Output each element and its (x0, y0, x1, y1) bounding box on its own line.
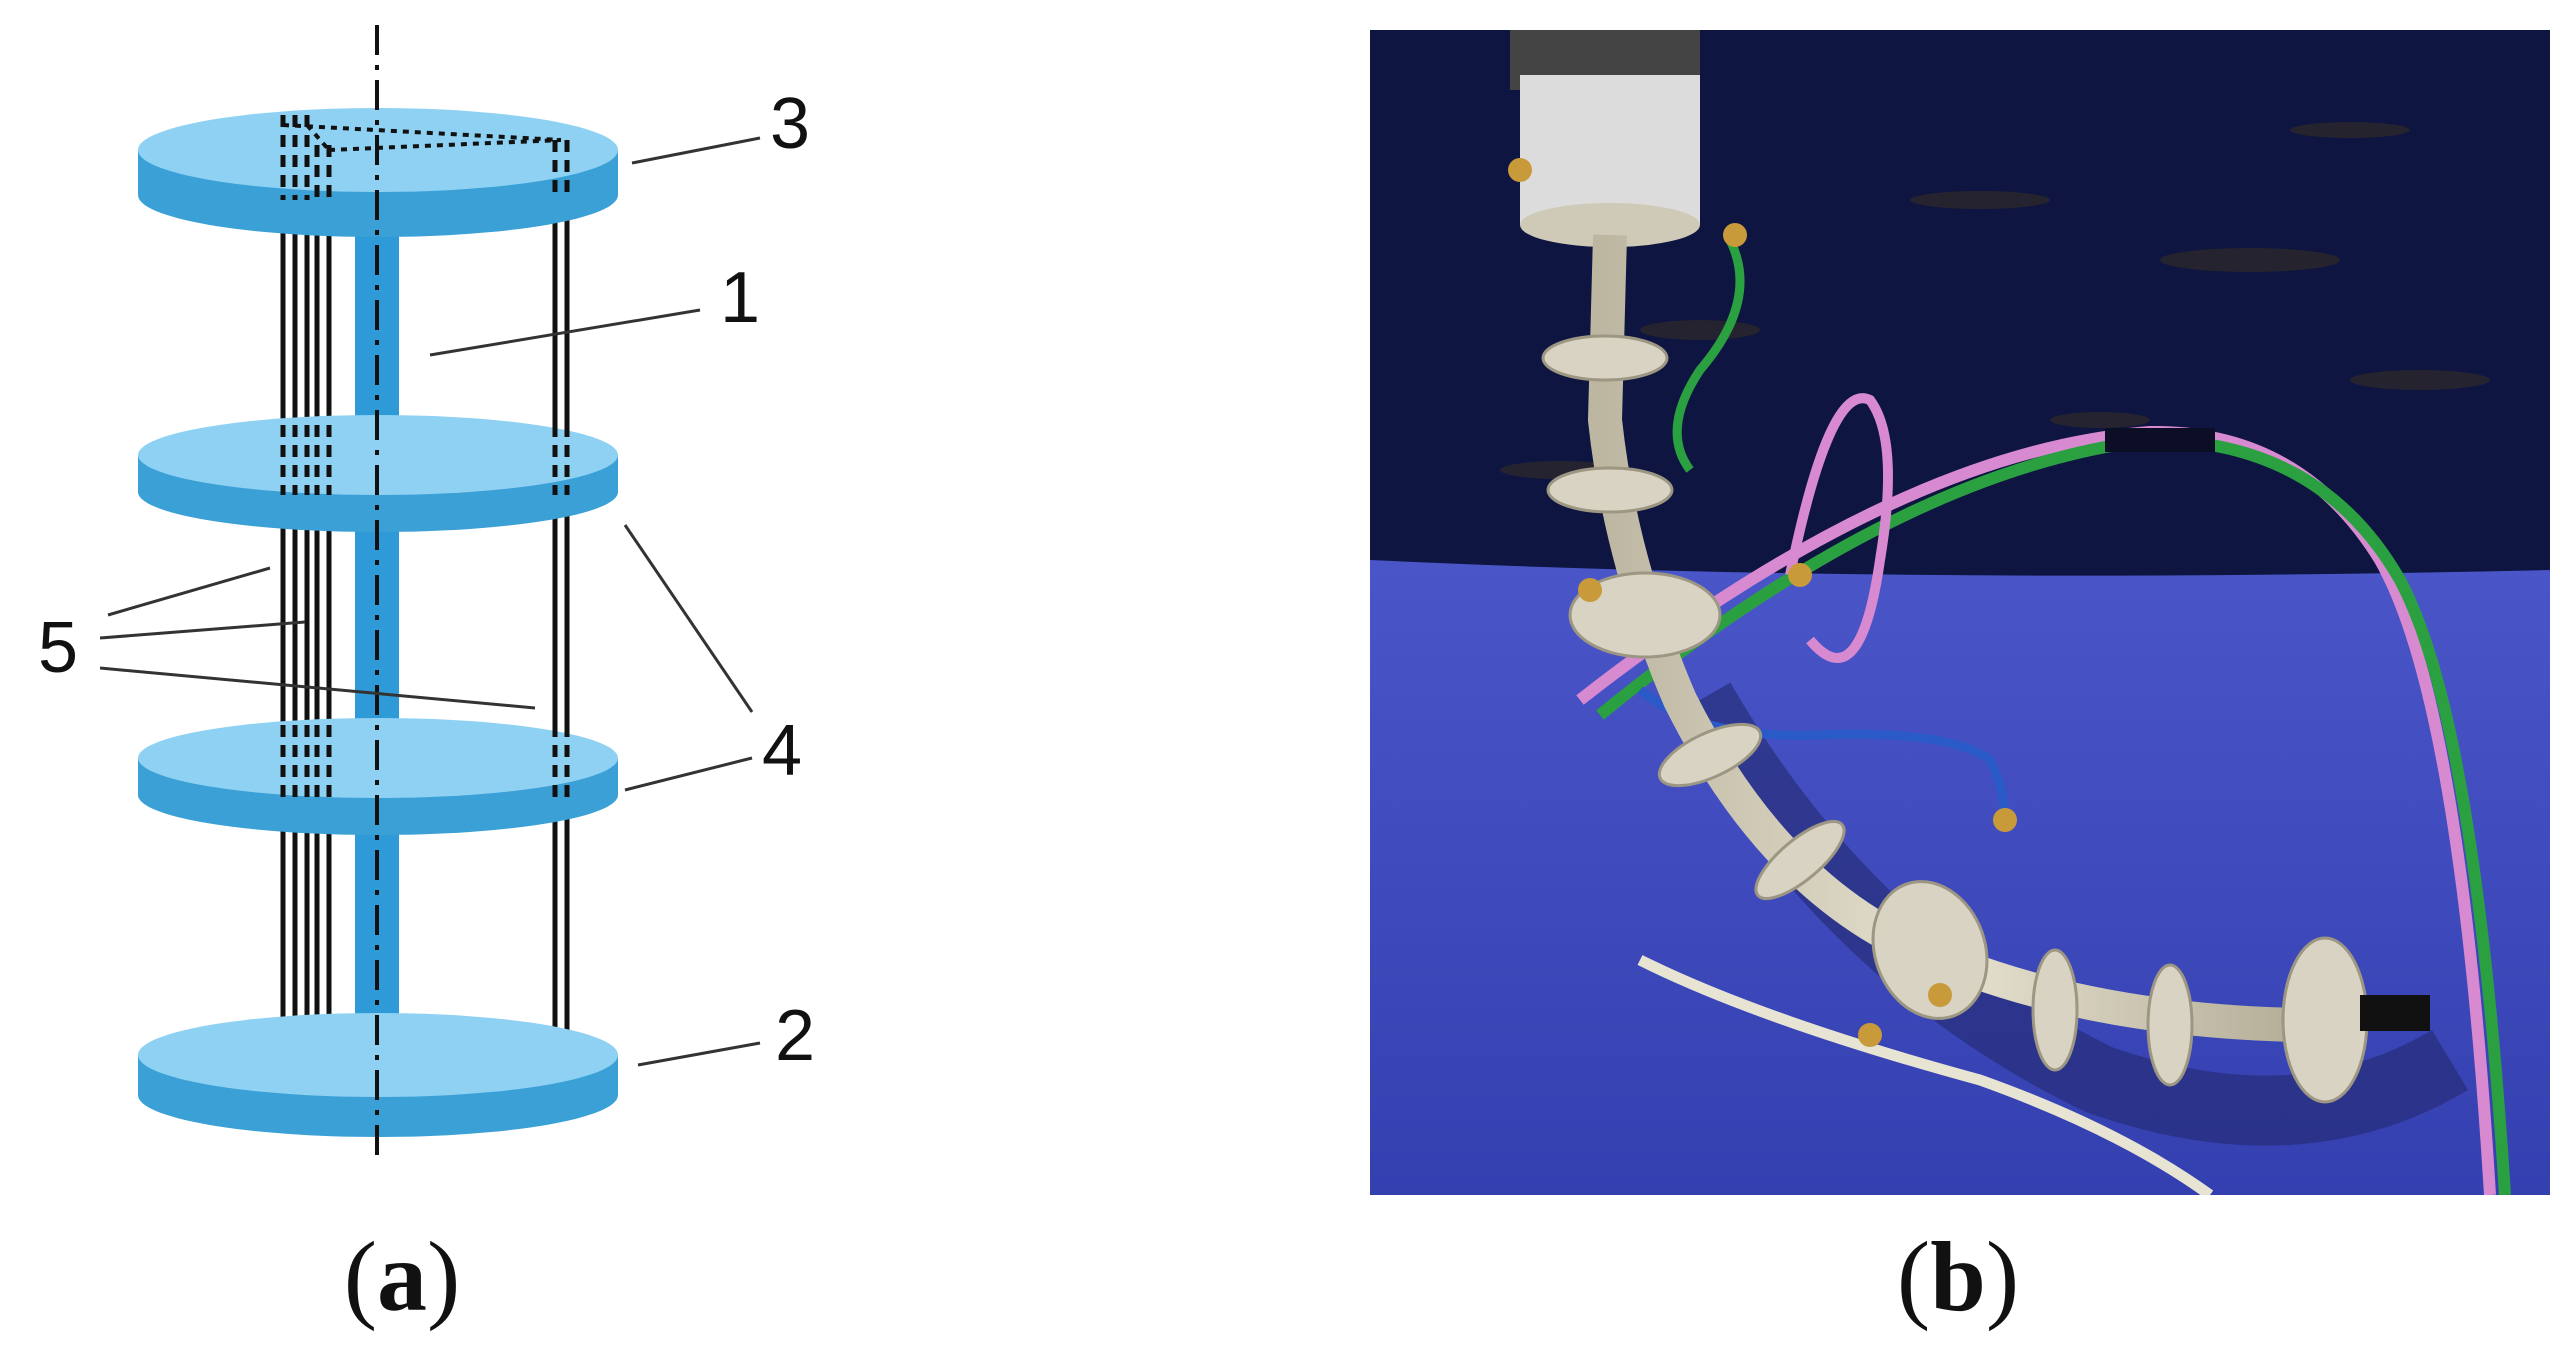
robot-disk (1546, 466, 1674, 514)
wire-green-top (1672, 237, 1745, 473)
robot-disk (2031, 948, 2079, 1072)
robot-disk (1541, 334, 1669, 382)
robot-disk (1871, 880, 1989, 1020)
robot-disk (1754, 819, 1846, 901)
screw (1928, 983, 1952, 1007)
wire-white (1637, 955, 2214, 1195)
robot-disk (2281, 936, 2369, 1104)
caption-a: (a) (344, 1221, 461, 1332)
wire-green (1596, 433, 2511, 1195)
robot-disk (1657, 722, 1763, 788)
robot-disk (2146, 963, 2194, 1087)
tendon-routing (282, 123, 562, 152)
panel-b-photo: (b) (1370, 30, 2550, 1332)
screw (1508, 158, 1532, 182)
screw (1723, 223, 1747, 247)
robot-disks (1541, 334, 2369, 1104)
label-3: 3 (770, 84, 810, 164)
panel-a-schematic: 3 1 5 4 2 (a) (38, 25, 815, 1332)
label-4: 4 (762, 711, 802, 791)
tendon-holes (280, 115, 570, 800)
end-cap (2360, 995, 2430, 1031)
label-2: 2 (775, 996, 815, 1076)
wire-pink-loop (1785, 393, 1893, 663)
cable-clip (2105, 428, 2215, 452)
label-5: 5 (38, 608, 78, 688)
screw (1788, 563, 1812, 587)
tendons (280, 125, 570, 1060)
wall-texture (1500, 122, 2490, 479)
screw (1993, 808, 2017, 832)
robot-disk (1568, 571, 1722, 659)
label-1: 1 (720, 258, 760, 338)
caption-b: (b) (1897, 1221, 2019, 1332)
leader-lines (99, 136, 761, 1067)
screw (1858, 1023, 1882, 1047)
screws (1578, 563, 2017, 1047)
screw (1578, 578, 1602, 602)
mount-cylinder (1508, 30, 1747, 247)
